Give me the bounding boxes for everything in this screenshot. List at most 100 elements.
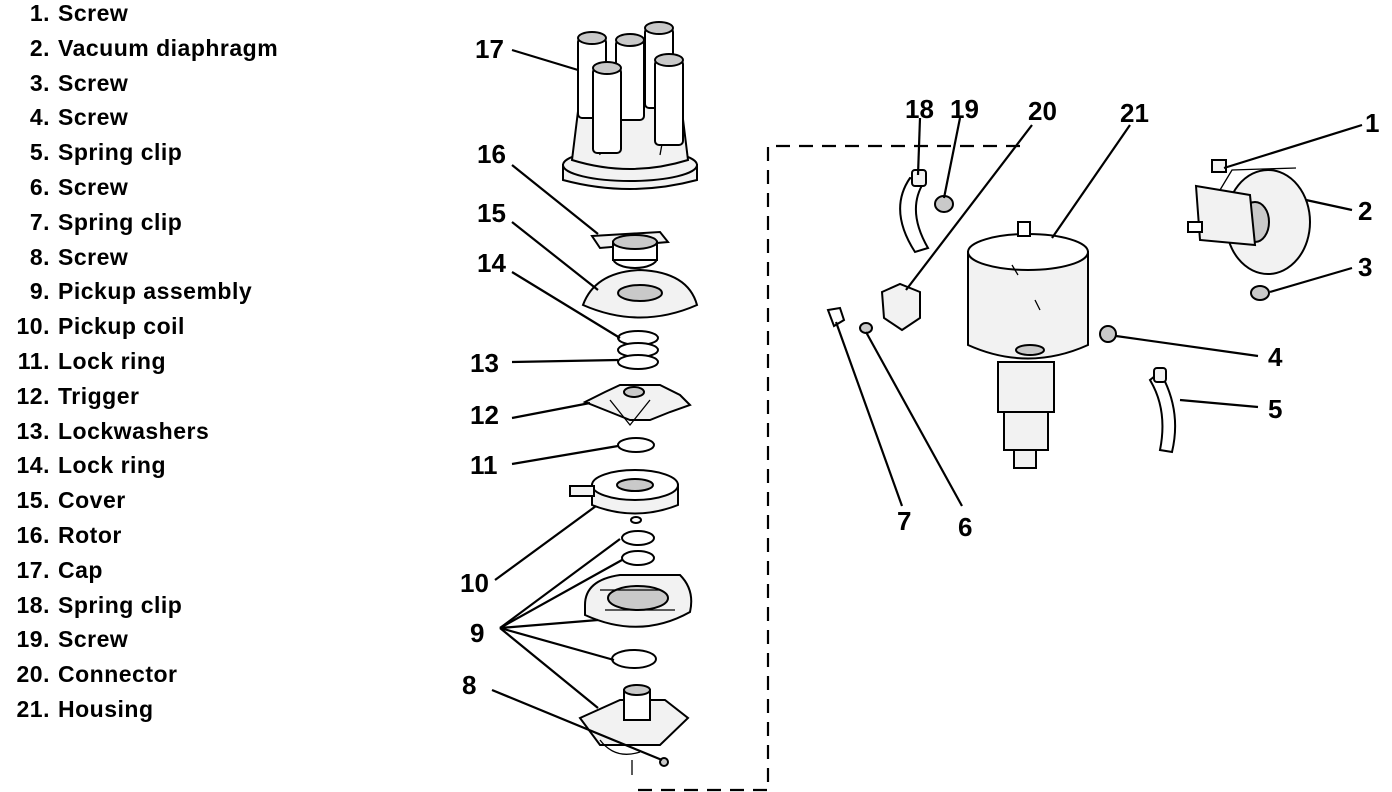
legend-item: 3. Screw [4, 66, 384, 101]
legend-number: 21. [16, 695, 50, 722]
legend-label: Lockwashers [58, 417, 210, 444]
legend-item: 1. Screw [4, 0, 384, 31]
legend-item: 11. Lock ring [4, 344, 384, 379]
callout-13: 13 [470, 348, 499, 378]
legend-label: Connector [58, 661, 178, 688]
legend-number: 15. [16, 487, 50, 514]
legend-label: Cover [58, 487, 126, 514]
callout-5: 5 [1268, 394, 1282, 424]
legend-label: Lock ring [58, 452, 167, 479]
callout-10: 10 [460, 568, 489, 598]
legend-item: 5. Spring clip [4, 135, 384, 170]
callout-labels: 17 16 15 14 13 12 11 10 9 8 18 19 20 21 … [460, 34, 1379, 700]
housing-part [967, 221, 1089, 469]
screw-1-part [1211, 159, 1227, 173]
callout-16: 16 [477, 139, 506, 169]
legend-item: 16. Rotor [4, 518, 384, 553]
legend-number: 19. [16, 626, 50, 653]
legend-number: 3. [29, 69, 50, 96]
legend-label: Screw [58, 69, 129, 96]
rotor-part [590, 230, 670, 269]
legend-number: 1. [29, 0, 50, 26]
callout-9: 9 [470, 618, 484, 648]
spring-clip-5-part [1148, 367, 1177, 454]
legend-label: Spring clip [58, 208, 183, 235]
pickup-assembly-part [584, 530, 693, 669]
callout-7: 7 [897, 506, 911, 536]
legend-label: Lock ring [58, 347, 167, 374]
screw-19-part [934, 195, 954, 213]
legend-item: 14. Lock ring [4, 448, 384, 483]
callout-20: 20 [1028, 96, 1057, 126]
callout-4: 4 [1268, 342, 1283, 372]
callout-21: 21 [1120, 98, 1149, 128]
legend-label: Housing [58, 695, 154, 722]
legend-label: Screw [58, 104, 129, 131]
legend-label: Pickup coil [58, 313, 185, 340]
screw-4-part [1099, 325, 1117, 343]
callout-8: 8 [462, 670, 476, 700]
callout-1: 1 [1365, 108, 1379, 138]
legend-label: Screw [58, 626, 129, 653]
lockwashers-part [617, 342, 659, 370]
legend-label: Vacuum diaphragm [58, 34, 279, 61]
connector-part [880, 282, 921, 332]
legend-number: 8. [29, 243, 50, 270]
legend-item: 6.Screw [4, 170, 384, 205]
legend-number: 16. [16, 521, 50, 548]
legend-label: Screw [58, 0, 129, 26]
callout-17: 17 [475, 34, 504, 64]
parts-legend: 1. Screw 2. Vacuum diaphragm 3. Screw 4. Scr… [4, 0, 384, 727]
legend-number: 7. [29, 208, 50, 235]
legend-number: 4. [29, 104, 50, 131]
legend-number: 10. [16, 313, 50, 340]
legend-item: 20. Connector [4, 657, 384, 692]
screw-6-part [859, 322, 873, 334]
lock-ring-small-part [617, 437, 655, 453]
legend-number: 20. [16, 661, 50, 688]
legend-number: 18. [16, 591, 50, 618]
legend-item: 13. Lockwashers [4, 414, 384, 449]
leader-lines [491, 48, 1363, 762]
legend-number: 14. [16, 452, 50, 479]
legend-number: 17. [16, 556, 50, 583]
spring-clip-18-part [899, 169, 930, 254]
legend-number: 12. [16, 382, 50, 409]
legend-item: 17. Cap [4, 553, 384, 588]
callout-11: 11 [470, 450, 498, 480]
legend-item: 7. Spring clip [4, 205, 384, 240]
cover-part [581, 268, 699, 319]
legend-item: 12. Trigger [4, 379, 384, 414]
legend-item: 8. Screw [4, 240, 384, 275]
legend-label: Cap [58, 556, 103, 583]
legend-label: Screw [58, 173, 129, 200]
legend-number: 9. [29, 278, 50, 305]
legend-number: 11. [17, 347, 50, 374]
callout-14: 14 [477, 248, 506, 278]
legend-item: 4. Screw [4, 100, 384, 135]
legend-number: 13. [16, 417, 50, 444]
spring-clip-7-part [826, 306, 846, 328]
dashed-boundary [636, 144, 1020, 792]
callout-19: 19 [950, 94, 979, 124]
callout-12: 12 [470, 400, 499, 430]
cap-part [562, 21, 698, 190]
legend-number: 2. [29, 34, 50, 61]
vacuum-diaphragm-part [1187, 167, 1311, 275]
legend-item: 19. Screw [4, 622, 384, 657]
legend-label: Rotor [58, 521, 122, 548]
screw-3-part [1250, 285, 1270, 301]
legend-item: 15. Cover [4, 483, 384, 518]
legend-label: Screw [58, 243, 129, 270]
trigger-part [582, 384, 692, 427]
legend-item: 21. Housing [4, 692, 384, 727]
legend-label: Spring clip [58, 139, 183, 166]
legend-label: Spring clip [58, 591, 183, 618]
legend-item: 18. Spring clip [4, 588, 384, 623]
legend-number: 5. [29, 139, 50, 166]
base-plate-part [578, 684, 690, 775]
legend-label: Trigger [58, 382, 140, 409]
callout-2: 2 [1358, 196, 1372, 226]
callout-6: 6 [958, 512, 972, 542]
